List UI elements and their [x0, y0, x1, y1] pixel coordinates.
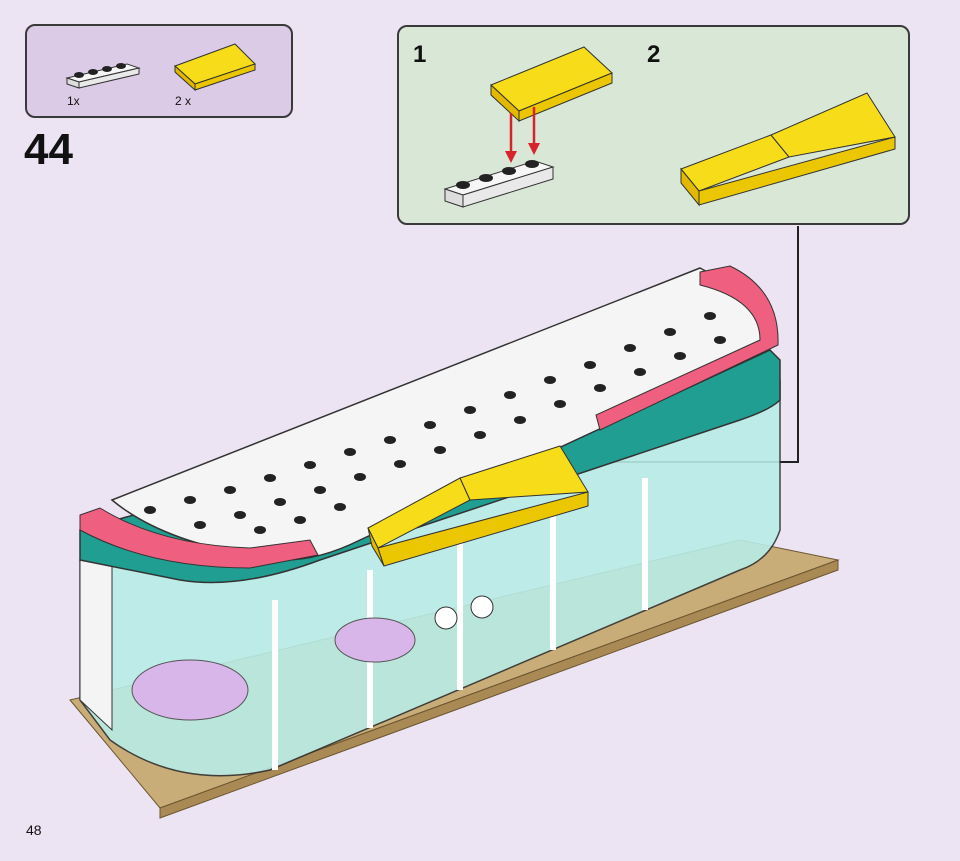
white-side-wall [79, 559, 113, 732]
combined-yellow-slopes-icon [680, 92, 896, 207]
teal-roof-band [79, 339, 781, 584]
glass-storefront [79, 359, 781, 777]
parts-illustration [65, 43, 256, 92]
substep-number-2: 2 [647, 41, 661, 68]
part-quantity-white-plate: 1x [67, 94, 80, 108]
white-studded-roof [110, 267, 771, 561]
white-plate-icon [443, 160, 555, 208]
roof-studs [144, 312, 726, 534]
yellow-curved-slope-1x4-icon [174, 43, 256, 92]
pink-curved-edge-left [79, 507, 319, 569]
assembly-arrow-icon [505, 107, 540, 163]
pink-curved-edge-right [595, 265, 779, 431]
substep-number-1: 1 [413, 41, 427, 68]
part-quantity-yellow-slope: 2 x [175, 94, 192, 108]
placed-yellow-slopes-icon [367, 445, 589, 567]
step-number: 44 [24, 125, 73, 174]
yellow-slope-icon [490, 46, 613, 123]
callout-pointer-icon [578, 226, 799, 469]
parts-list-box: 1x 2 x [25, 24, 293, 118]
callout-illustration [443, 46, 896, 208]
subassembly-callout: 1 2 [397, 25, 910, 225]
white-plate-1x4-icon [65, 63, 141, 89]
tan-baseplate [69, 539, 840, 819]
page-number: 48 [26, 822, 42, 838]
